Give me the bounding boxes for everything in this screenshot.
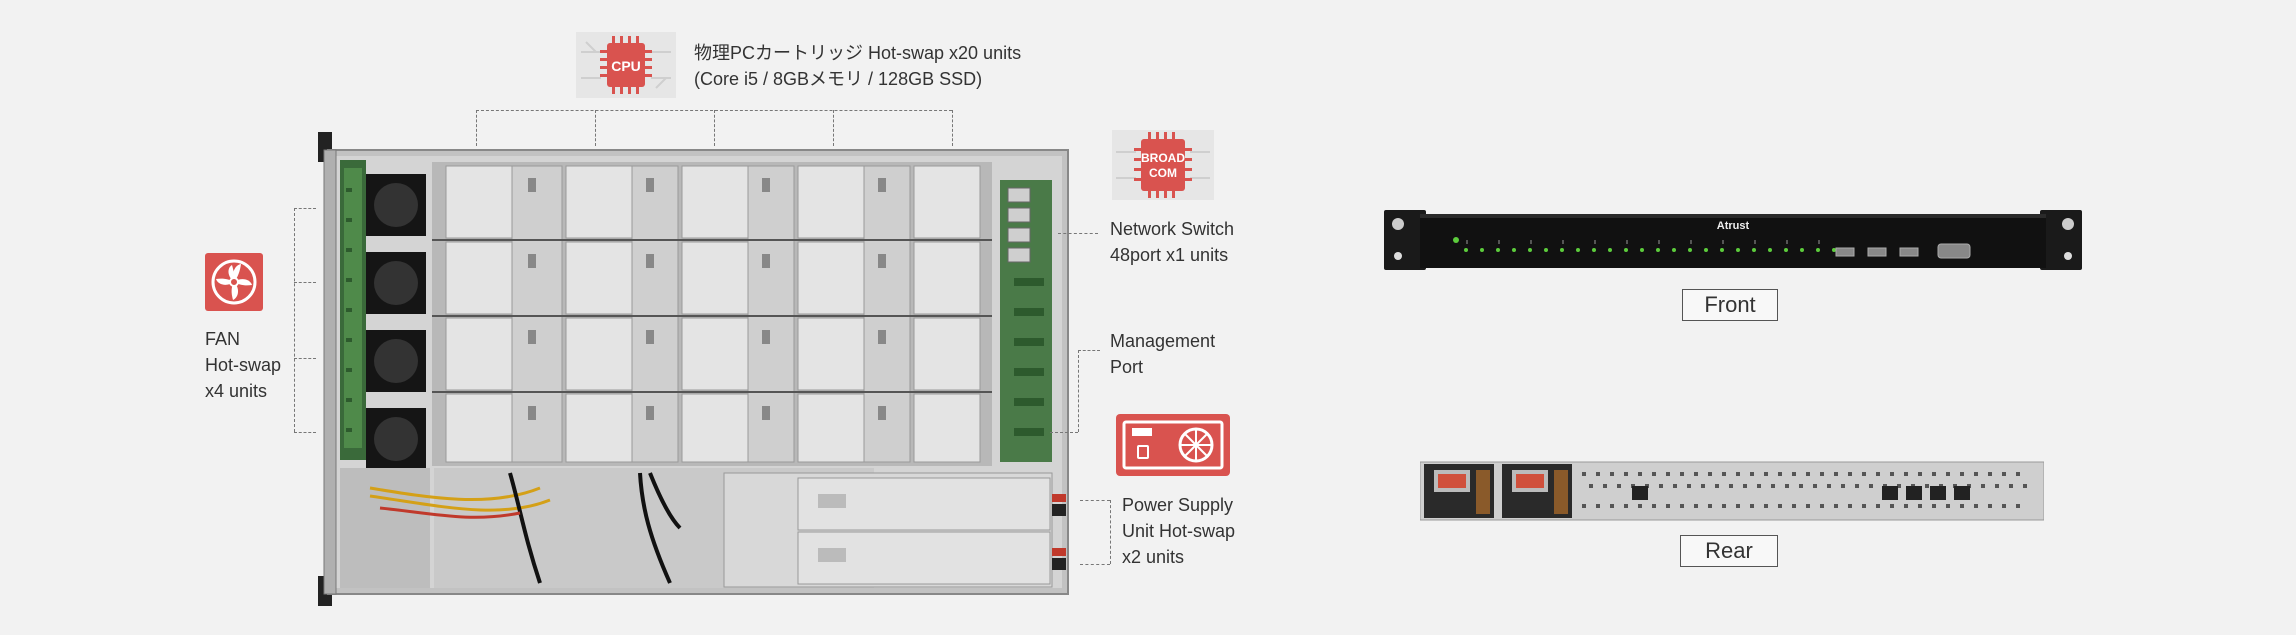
- server-front-view: Atrust: [1384, 206, 2082, 274]
- front-led-row: [1464, 248, 1836, 252]
- fan-module: [366, 174, 426, 470]
- cpu-bracket-tick: [714, 110, 715, 146]
- fan-bracket-tick: [294, 358, 316, 359]
- cpu-bracket-tick: [476, 110, 477, 146]
- rear-caption: Rear: [1680, 535, 1778, 567]
- management-bracket-tick: [1078, 350, 1100, 351]
- psu-bracket-tick: [1080, 500, 1110, 501]
- cpu-bracket-tick: [952, 110, 953, 146]
- power-supply-units: [723, 472, 1066, 588]
- pc-cartridge-grid: [432, 165, 992, 463]
- management-port-label: Management Port: [1110, 331, 1216, 377]
- network-switch-label: Network Switch 48port x1 units: [1110, 219, 1235, 265]
- broadcom-chip-icon: BROAD COM: [1112, 130, 1214, 200]
- cpu-bracket-tick: [833, 110, 834, 146]
- fan-bracket-line: [294, 208, 295, 432]
- server-chassis-top-view: [310, 128, 1080, 608]
- server-rear-view: [1419, 460, 2045, 522]
- cpu-icon: CPU: [576, 32, 676, 98]
- fan-bracket-tick: [294, 282, 316, 283]
- management-bracket-line: [1078, 350, 1079, 432]
- network-switch-pointer: [1058, 233, 1098, 234]
- fan-bracket-tick: [294, 432, 316, 433]
- fan-icon: [205, 253, 263, 311]
- cpu-bracket-tick: [595, 110, 596, 146]
- rear-network-ports: [1632, 486, 1970, 500]
- fan-label: FAN Hot-swap x4 units: [205, 329, 282, 401]
- psu-bracket-line: [1110, 500, 1111, 564]
- power-supply-icon: [1116, 414, 1230, 476]
- cpu-label-line2: (Core i5 / 8GBメモリ / 128GB SSD): [694, 69, 983, 89]
- front-brand-logo: Atrust: [1717, 220, 1750, 232]
- psu-bracket-tick: [1080, 564, 1110, 565]
- broadcom-icon-text-2: COM: [1149, 166, 1177, 180]
- rear-vent-pattern: [1582, 472, 2027, 508]
- network-switch-board: [1000, 180, 1052, 462]
- power-supply-label: Power Supply Unit Hot-swap x2 units: [1122, 495, 1236, 567]
- broadcom-icon-text-1: BROAD: [1141, 151, 1185, 165]
- front-caption: Front: [1682, 289, 1778, 321]
- fan-bracket-tick: [294, 208, 316, 209]
- cpu-label-line1: 物理PCカートリッジ Hot-swap x20 units: [694, 43, 1022, 63]
- cpu-icon-text: CPU: [611, 58, 641, 74]
- management-bracket-tick: [1050, 432, 1078, 433]
